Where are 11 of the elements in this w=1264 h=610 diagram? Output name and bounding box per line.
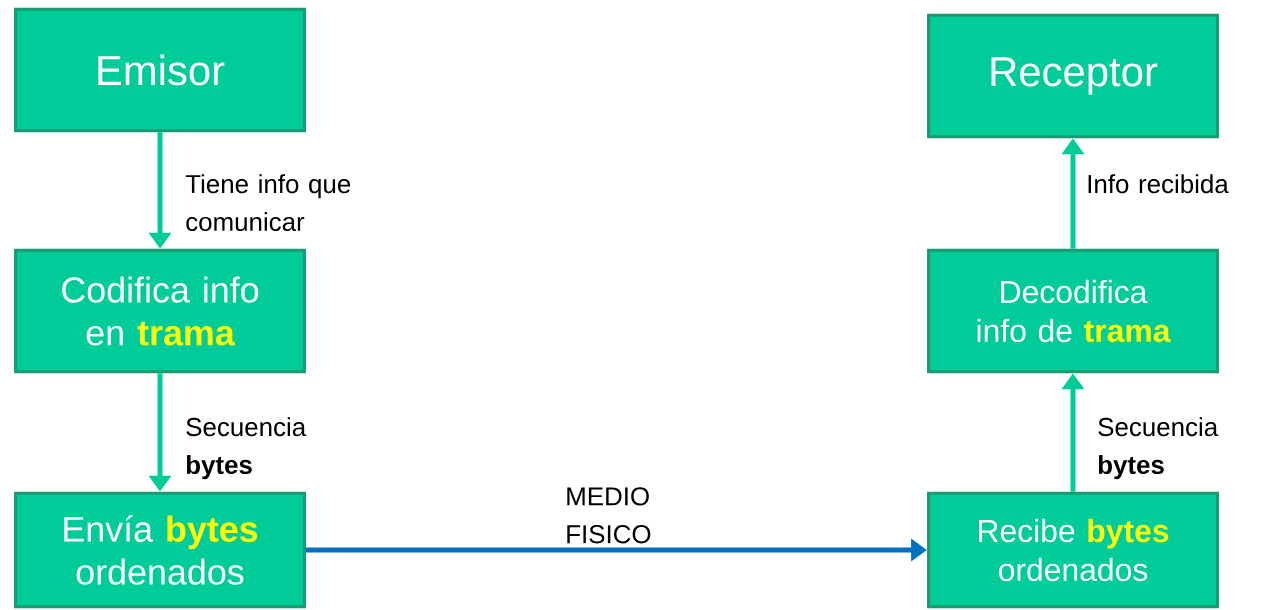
- edge-label: MEDIO FISICO: [567, 487, 651, 544]
- edge-label: Secuencia bytes: [1098, 417, 1219, 480]
- process-box: Recibe bytes ordenados: [927, 491, 1219, 609]
- process-box: Receptor: [927, 13, 1219, 139]
- process-box: Codifica info en trama: [14, 248, 306, 374]
- edge-label: Secuencia bytes: [186, 417, 307, 480]
- process-box: Emisor: [14, 7, 306, 133]
- process-box: Decodifica info de trama: [927, 248, 1219, 374]
- edge-label: Tiene info que comunicar: [185, 174, 351, 232]
- process-box: Envía bytes ordenados: [14, 491, 306, 609]
- edge-label: Info recibida: [1088, 174, 1229, 194]
